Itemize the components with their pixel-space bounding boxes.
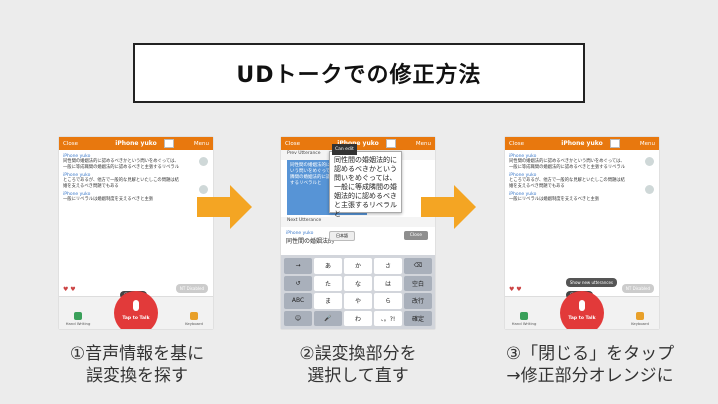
key[interactable]: 空白 bbox=[404, 275, 432, 291]
app-header: Close iPhone yuko Menu bbox=[505, 137, 659, 150]
edit-popup[interactable]: Can edit 同性間の婚姻法的に認めるべきかという問いをめぐっては、一般に等… bbox=[329, 144, 402, 218]
header-title: iPhone yuko bbox=[561, 140, 603, 147]
key[interactable]: ↺ bbox=[284, 275, 312, 291]
caption-step-3: ③「閉じる」をタップ →修正部分オレンジに bbox=[505, 344, 675, 386]
key[interactable]: ABC bbox=[284, 293, 312, 309]
caption-step-2: ②誤変換部分を 選択して直す bbox=[299, 344, 417, 386]
close-button[interactable]: Close bbox=[63, 140, 78, 147]
can-edit-label: Can edit bbox=[332, 144, 357, 155]
speaker-name: iPhone yuko bbox=[63, 173, 91, 178]
phone-screenshot-2: Close iPhone yuko Menu Prev Utterance 同性… bbox=[281, 137, 435, 329]
hand-writing-button[interactable]: Hand Writing bbox=[509, 312, 539, 326]
key[interactable]: ま bbox=[314, 293, 342, 309]
language-toggle[interactable]: 日本語 bbox=[329, 231, 355, 241]
avatar bbox=[645, 185, 654, 194]
avatar bbox=[199, 185, 208, 194]
avatar bbox=[645, 157, 654, 166]
reaction-icons[interactable]: ♥ ♥ bbox=[509, 286, 522, 293]
speaker-name: iPhone yuko bbox=[509, 154, 537, 159]
bottom-bar: Hand Writing 日本語(JP) Tap to Talk Keyboar… bbox=[59, 291, 213, 329]
page-title: UDトークでの修正方法 bbox=[236, 63, 482, 88]
header-title: iPhone yuko bbox=[115, 140, 157, 147]
edit-close-button[interactable]: Close bbox=[403, 231, 428, 240]
grid-icon[interactable] bbox=[164, 139, 174, 148]
tap-to-talk-button[interactable]: Tap to Talk bbox=[560, 291, 604, 329]
speaker-name: iPhone yuko bbox=[63, 192, 91, 197]
key[interactable]: な bbox=[344, 275, 372, 291]
phone-screenshot-3: Close iPhone yuko Menu iPhone yuko 同性間の婚… bbox=[505, 137, 659, 329]
edit-row: iPhone yuko 同性間の婚姻法的 bbox=[286, 229, 430, 249]
show-new-utterances-button[interactable]: Show new utterances bbox=[565, 278, 617, 287]
speaker-name: iPhone yuko bbox=[286, 231, 314, 236]
pen-icon bbox=[74, 312, 82, 320]
header-title: iPhone yuko bbox=[337, 140, 379, 147]
avatar bbox=[199, 157, 208, 166]
app-header: Close iPhone yuko Menu bbox=[59, 137, 213, 150]
menu-button[interactable]: Menu bbox=[639, 140, 655, 147]
menu-button[interactable]: Menu bbox=[415, 140, 431, 147]
key[interactable]: ⌫ bbox=[404, 258, 432, 274]
app-header: Close iPhone yuko Menu bbox=[281, 137, 435, 150]
key[interactable]: あ bbox=[314, 258, 342, 274]
key[interactable]: → bbox=[284, 258, 312, 274]
key[interactable]: た bbox=[314, 275, 342, 291]
edit-popup-text[interactable]: 同性間の婚姻法的に認めるべきかという問いをめぐっては、一般に等成隣間の婚姻法的に… bbox=[334, 156, 397, 218]
key[interactable]: や bbox=[344, 293, 372, 309]
grid-icon[interactable] bbox=[386, 139, 396, 148]
nt-disabled-badge: NT Disabled bbox=[621, 284, 654, 293]
key[interactable]: は bbox=[374, 275, 402, 291]
next-utterance[interactable]: Next Utterance bbox=[281, 217, 435, 227]
utterance[interactable]: 一般にリベラルは婚姻制度を支えるべきと主張 bbox=[63, 197, 154, 202]
key[interactable]: か bbox=[344, 258, 372, 274]
utterance[interactable]: ところであるが、他方で一般的な見解といたしこの問題は結婚を支えるべき問題でもある bbox=[63, 178, 179, 189]
phone-screenshot-1: Close iPhone yuko Menu iPhone yuko 同性間の婚… bbox=[59, 137, 213, 329]
japanese-keyboard: → あ か さ ⌫ ↺ た な は 空白 ABC ま や ら 改行 ☺ 🎤 わ … bbox=[281, 255, 435, 329]
chat-log: iPhone yuko 同性間の婚姻法的に認めるべきかという問いをめぐっては、一… bbox=[59, 150, 213, 205]
reaction-icons[interactable]: ♥ ♥ bbox=[63, 286, 76, 293]
utterance[interactable]: 一般にリベラルは婚姻制度を支えるべきと主張 bbox=[509, 197, 600, 202]
title-box: UDトークでの修正方法 bbox=[133, 43, 585, 103]
speaker-name: iPhone yuko bbox=[63, 154, 91, 159]
pen-icon bbox=[520, 312, 528, 320]
hand-writing-button[interactable]: Hand Writing bbox=[63, 312, 93, 326]
nt-disabled-badge: NT Disabled bbox=[175, 284, 208, 293]
keyboard-button[interactable]: Keyboard bbox=[179, 312, 209, 326]
key[interactable]: 確定 bbox=[404, 310, 432, 326]
key[interactable]: 改行 bbox=[404, 293, 432, 309]
utterance[interactable]: ところであるが、他方で一般的な見解といたしこの問題は結婚を支えるべき問題でもある bbox=[509, 178, 625, 189]
key[interactable]: ら bbox=[374, 293, 402, 309]
keyboard-icon bbox=[190, 312, 198, 320]
close-button[interactable]: Close bbox=[509, 140, 524, 147]
key[interactable]: わ bbox=[344, 310, 372, 326]
edit-input[interactable]: 同性間の婚姻法的 bbox=[286, 238, 335, 245]
menu-button[interactable]: Menu bbox=[193, 140, 209, 147]
tap-to-talk-button[interactable]: Tap to Talk bbox=[114, 291, 158, 329]
keyboard-button[interactable]: Keyboard bbox=[625, 312, 655, 326]
speaker-name: iPhone yuko bbox=[509, 173, 537, 178]
bottom-bar: Hand Writing 日本語(JP) Tap to Talk Keyboar… bbox=[505, 291, 659, 329]
chat-log: iPhone yuko 同性間の婚姻法的に認めるべきかという問いをめぐっては、一… bbox=[505, 150, 659, 205]
utterance-corrected[interactable]: 同性間の婚姻法的に認めるべきかという問いをめぐっては、一般に等成職間の婚姻法的に… bbox=[509, 159, 626, 170]
key[interactable]: ☺ bbox=[284, 310, 312, 326]
close-button[interactable]: Close bbox=[285, 140, 300, 147]
utterance[interactable]: 同性間の婚姻法的に認めるべきかという問いをめぐっては、一般に等成職間の婚姻法的に… bbox=[63, 159, 180, 170]
caption-step-1: ①音声情報を基に 誤変換を探す bbox=[69, 344, 205, 386]
key[interactable]: 🎤 bbox=[314, 310, 342, 326]
key[interactable]: 、。?! bbox=[374, 310, 402, 326]
key[interactable]: さ bbox=[374, 258, 402, 274]
grid-icon[interactable] bbox=[610, 139, 620, 148]
keyboard-icon bbox=[636, 312, 644, 320]
speaker-name: iPhone yuko bbox=[509, 192, 537, 197]
